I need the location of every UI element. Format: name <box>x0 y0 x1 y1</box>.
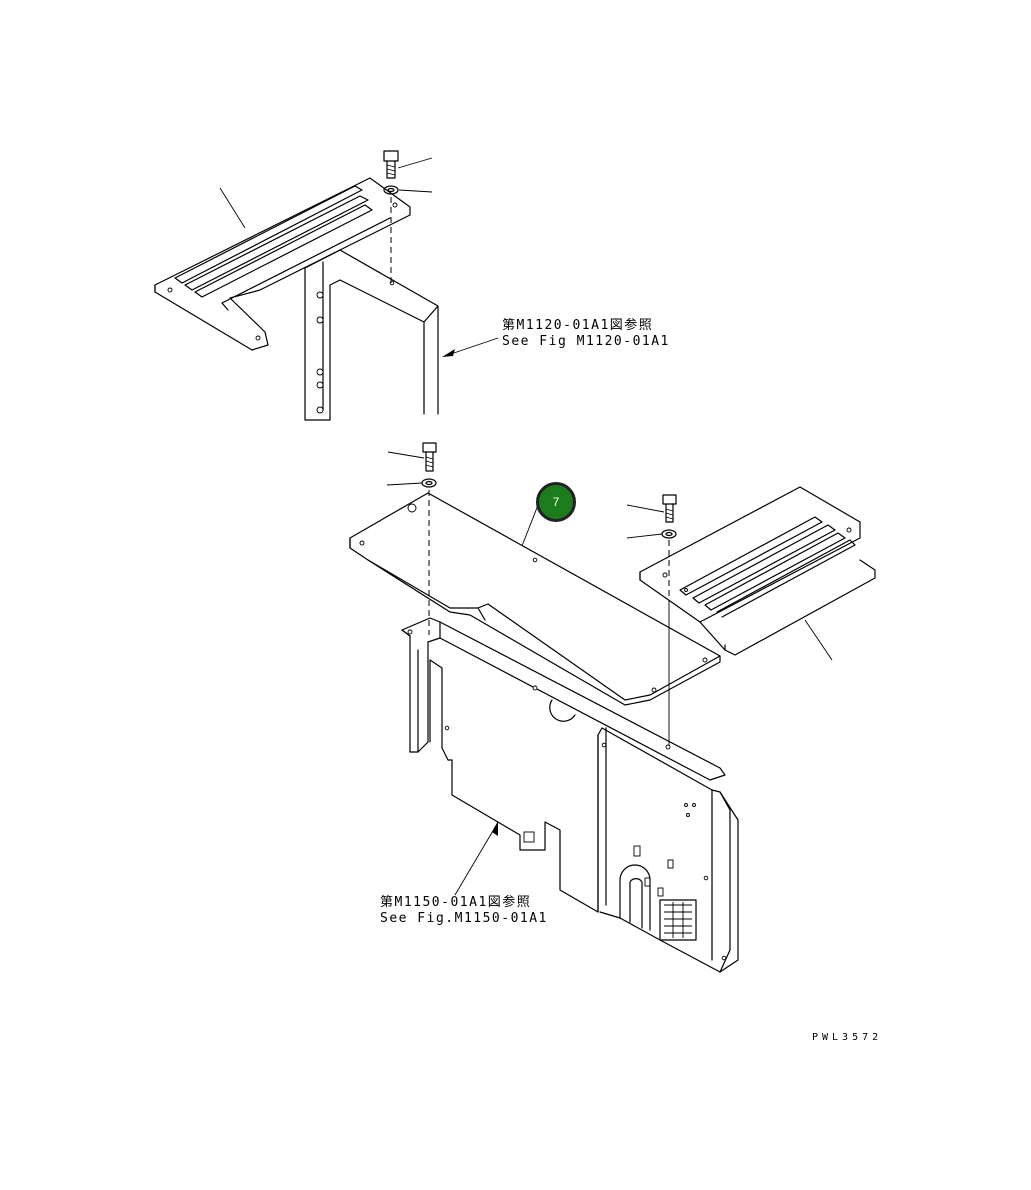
upper-frame <box>304 249 439 421</box>
upper-reference-jp: 第M1120-01A1図参照 <box>502 318 654 333</box>
middle-bolt-left <box>386 442 437 488</box>
lower-frame <box>401 617 739 973</box>
cover-plate <box>349 492 721 706</box>
right-grille <box>639 486 876 661</box>
upper-grille-plate <box>154 177 411 351</box>
drawing-code: PWL3572 <box>812 1032 883 1043</box>
upper-bolt <box>383 150 433 283</box>
part-callout-7[interactable]: 7 <box>536 482 576 522</box>
upper-reference-label: 第M1120-01A1図参照 See Fig M1120-01A1 <box>502 318 670 350</box>
upper-reference-en: See Fig M1120-01A1 <box>502 334 670 349</box>
middle-bolt-right <box>626 494 677 539</box>
lower-reference-en: See Fig.M1150-01A1 <box>380 911 548 926</box>
upper-grille-leader <box>219 187 246 229</box>
lower-reference-label: 第M1150-01A1図参照 See Fig.M1150-01A1 <box>380 895 548 927</box>
lower-reference-jp: 第M1150-01A1図参照 <box>380 895 532 910</box>
upper-reference-arrow <box>442 337 499 357</box>
callout-number: 7 <box>552 495 560 509</box>
lower-reference-arrow <box>454 821 498 896</box>
